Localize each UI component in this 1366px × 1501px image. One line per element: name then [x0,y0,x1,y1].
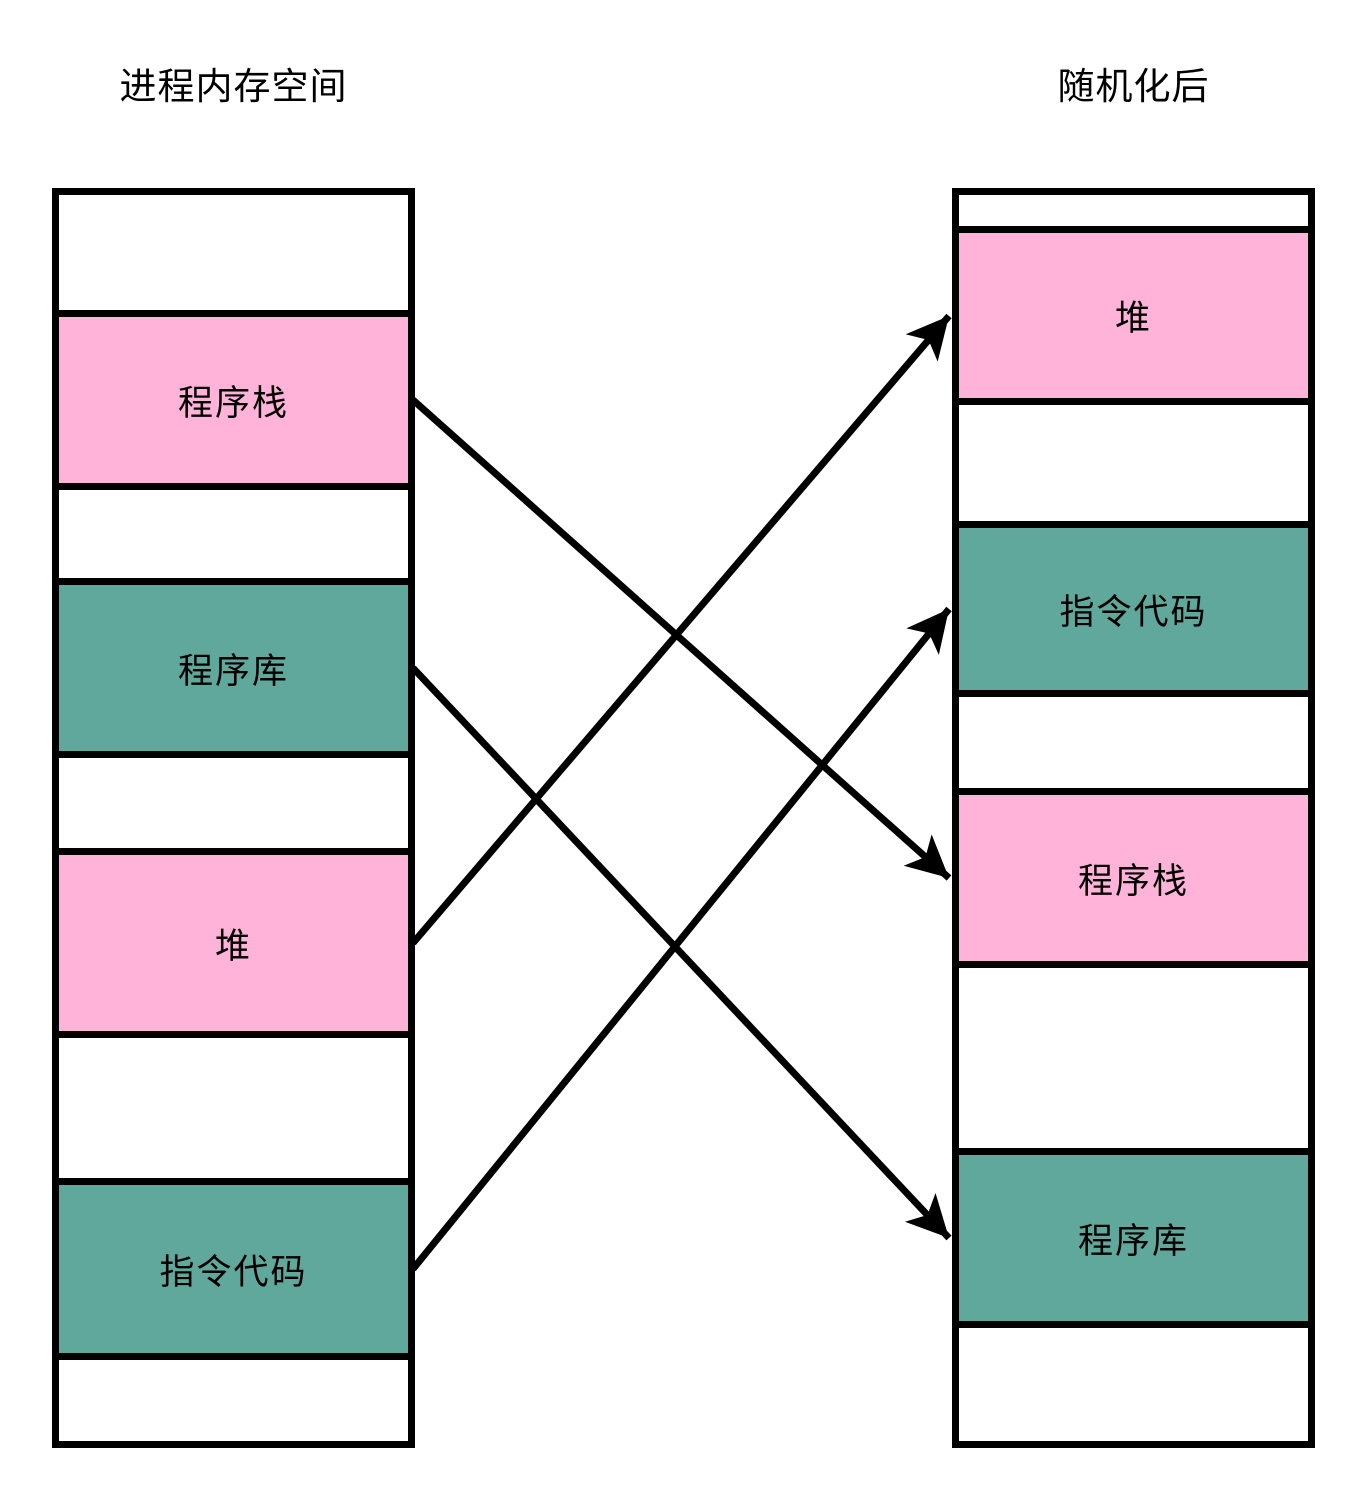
right-spacer-bottom [959,1328,1308,1440]
left-segment-lib-label: 程序库 [177,651,289,691]
left-spacer-2 [59,758,408,848]
right-spacer-2 [959,697,1308,788]
left-spacer-top [59,195,408,310]
right-spacer-top [959,195,1308,226]
randomized-memory-column: 堆 指令代码 程序栈 程序库 [952,188,1315,1448]
right-segment-lib-label: 程序库 [1077,1221,1189,1261]
mapping-arrow-stack [410,397,952,881]
right-segment-code: 指令代码 [959,521,1308,697]
right-spacer-1 [959,405,1308,521]
left-segment-heap-label: 堆 [214,926,252,966]
left-segment-stack: 程序栈 [59,310,408,490]
right-segment-code-label: 指令代码 [1059,592,1208,632]
right-segment-lib: 程序库 [959,1148,1308,1328]
left-spacer-1 [59,490,408,578]
mapping-arrow-lib [410,665,952,1241]
left-segment-lib: 程序库 [59,578,408,758]
left-segment-code-label: 指令代码 [159,1252,308,1292]
right-segment-stack: 程序栈 [959,788,1308,968]
right-segment-stack-label: 程序栈 [1077,861,1189,901]
left-spacer-bottom [59,1360,408,1441]
right-segment-heap-label: 堆 [1114,299,1152,338]
left-segment-code: 指令代码 [59,1178,408,1360]
process-memory-column: 程序栈 程序库 堆 指令代码 [52,188,415,1448]
mapping-arrow-heap [410,313,952,946]
left-segment-heap: 堆 [59,848,408,1038]
right-spacer-3 [959,968,1308,1148]
left-column-title: 进程内存空间 [119,66,348,107]
right-column-title: 随机化后 [1057,66,1210,107]
left-spacer-3 [59,1038,408,1178]
mapping-arrow-code [410,606,952,1272]
right-segment-heap: 堆 [959,226,1308,405]
left-segment-stack-label: 程序栈 [177,383,289,423]
